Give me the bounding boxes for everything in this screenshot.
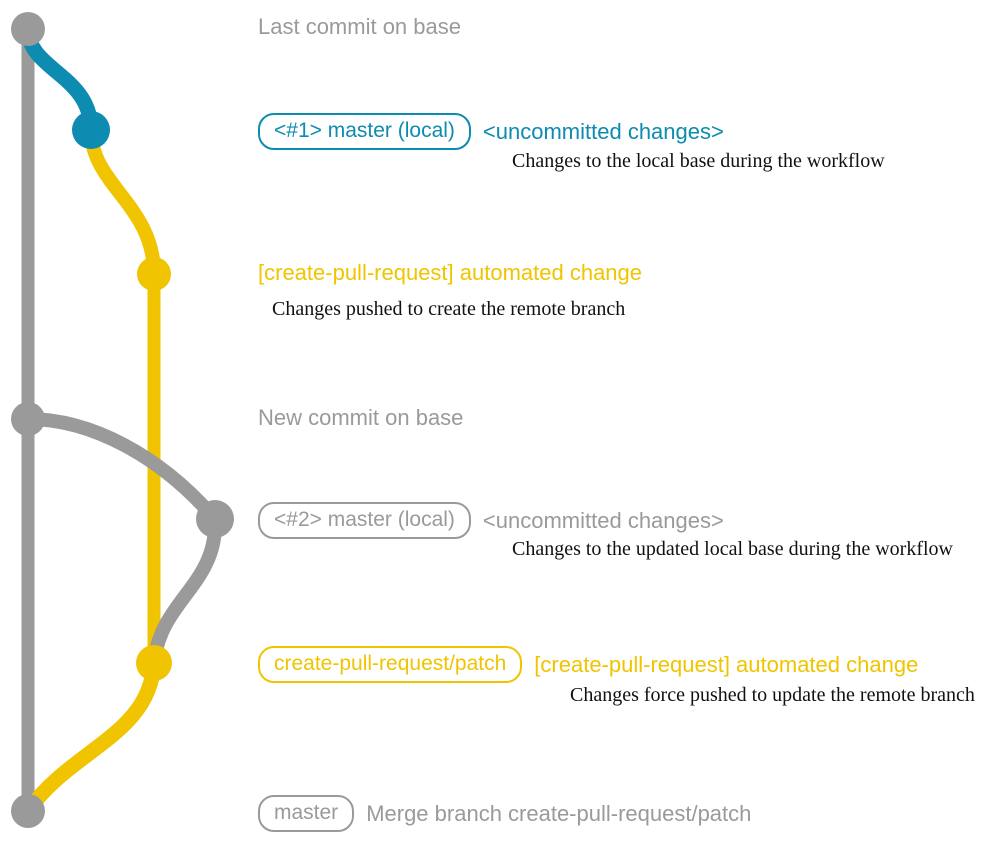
branch-chip-master[interactable]: master bbox=[258, 795, 355, 832]
commit-subject: [create-pull-request] automated change bbox=[534, 651, 919, 677]
commit-subject: Last commit on base bbox=[258, 14, 461, 39]
entry-new-commit-on-base: New commit on base bbox=[258, 407, 463, 429]
entry-local-master-1: <#1> master (local) <uncommitted changes… bbox=[258, 113, 724, 150]
commit-subject: Merge branch create-pull-request/patch bbox=[366, 800, 752, 826]
commit-description: Changes to the updated local base during… bbox=[512, 538, 953, 560]
commit-node-automated-change-2[interactable] bbox=[136, 645, 172, 681]
yellow-branch-to-first-commit bbox=[84, 123, 161, 281]
yellow-merge-curve bbox=[20, 655, 162, 819]
commit-description: Changes to the local base during the wor… bbox=[512, 150, 885, 172]
commit-node-last-commit-on-base[interactable] bbox=[11, 12, 45, 46]
branch-chip-patch[interactable]: create-pull-request/patch bbox=[258, 646, 523, 683]
entry-automated-change-2: create-pull-request/patch [create-pull-r… bbox=[258, 646, 918, 683]
commit-node-automated-change-1[interactable] bbox=[137, 257, 171, 291]
branch-chip-local-master-1[interactable]: <#1> master (local) bbox=[258, 113, 471, 150]
entry-automated-change-1: [create-pull-request] automated change bbox=[258, 262, 642, 284]
commit-subject: <uncommitted changes> bbox=[482, 118, 724, 144]
entry-merge-commit: master Merge branch create-pull-request/… bbox=[258, 795, 751, 832]
entry-local-master-2: <#2> master (local) <uncommitted changes… bbox=[258, 502, 724, 539]
commit-subject: <uncommitted changes> bbox=[482, 507, 724, 533]
gray-branch-to-second-commit bbox=[147, 512, 223, 670]
commit-subject: New commit on base bbox=[258, 405, 464, 430]
commit-description: Changes pushed to create the remote bran… bbox=[272, 298, 626, 320]
branch-chip-local-master-2[interactable]: <#2> master (local) bbox=[258, 502, 471, 539]
commit-node-merge[interactable] bbox=[11, 794, 45, 828]
commit-node-new-commit-on-base[interactable] bbox=[11, 402, 45, 436]
gray-branch-from-new-base bbox=[21, 412, 222, 526]
commit-node-local-master-2[interactable] bbox=[196, 500, 234, 538]
commit-subject: [create-pull-request] automated change bbox=[258, 260, 643, 285]
entry-last-commit-on-base: Last commit on base bbox=[258, 16, 461, 38]
commit-description: Changes force pushed to update the remot… bbox=[570, 684, 975, 706]
commit-node-local-master-1[interactable] bbox=[72, 111, 110, 149]
